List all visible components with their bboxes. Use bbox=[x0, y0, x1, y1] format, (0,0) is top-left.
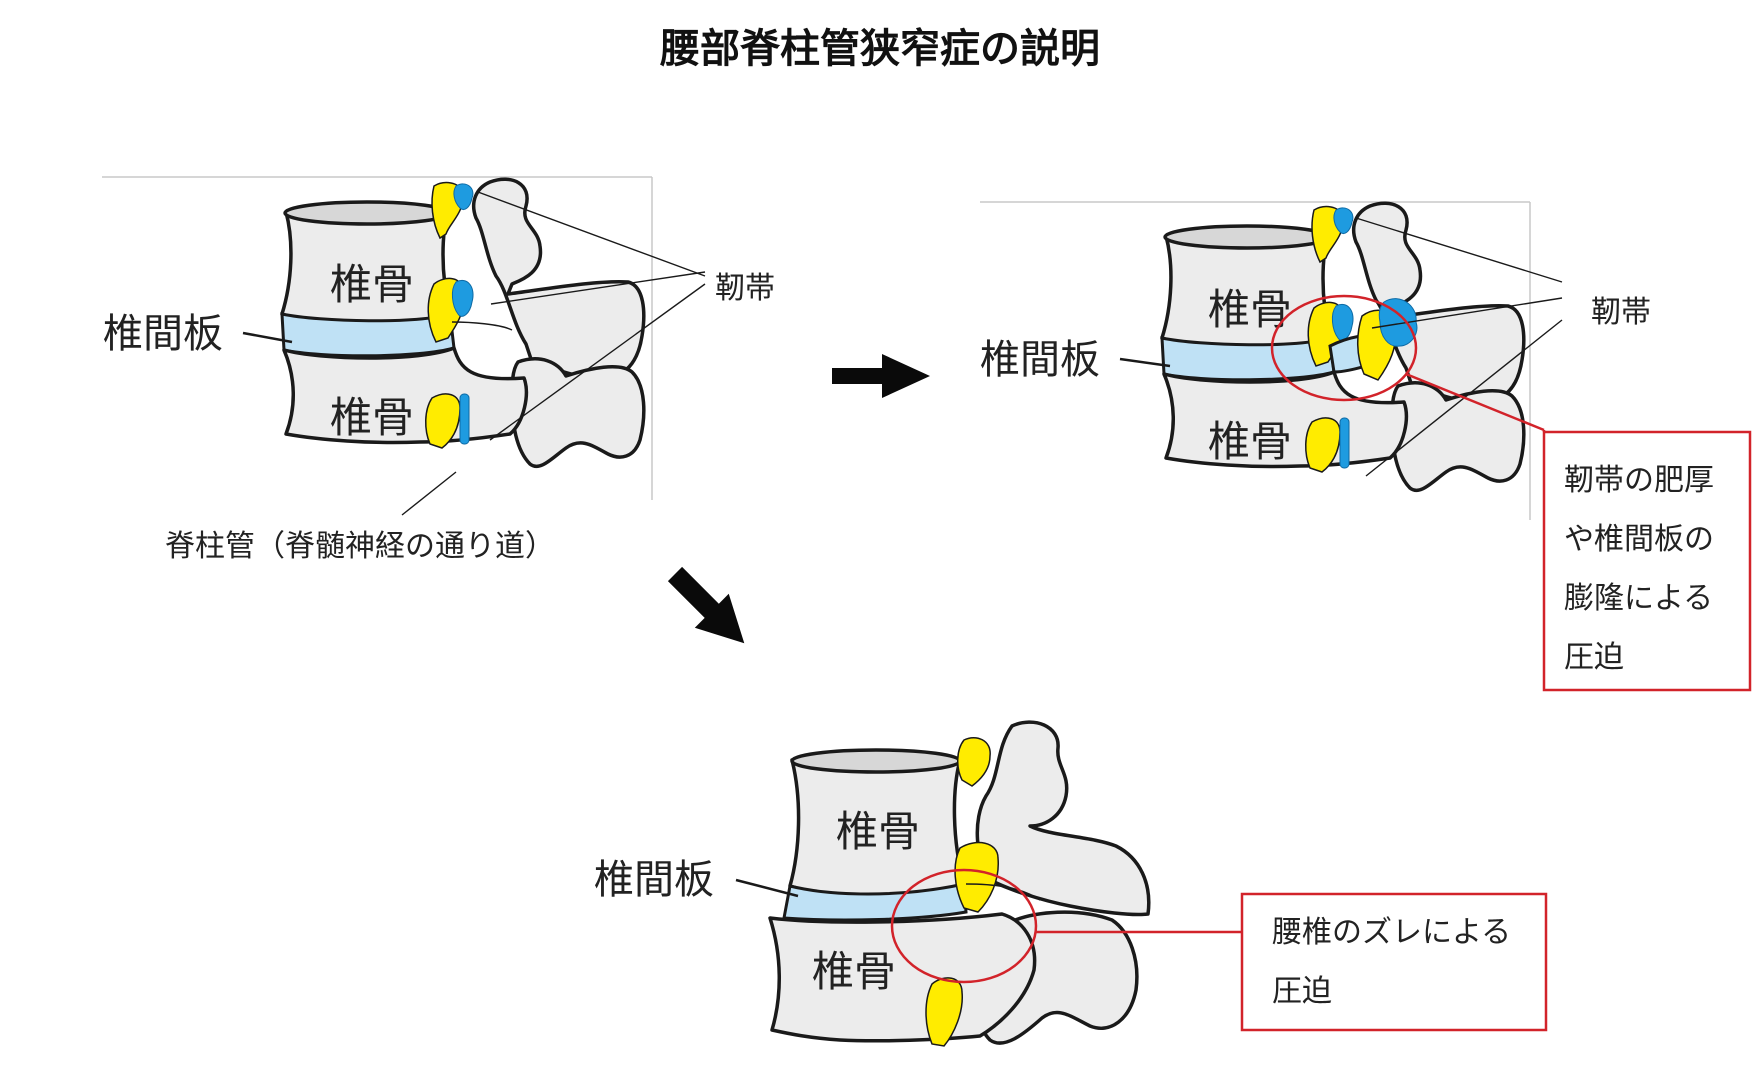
arrow-right bbox=[832, 354, 930, 398]
compression-highlight-circle bbox=[890, 868, 1038, 984]
callout-text-line: 腰椎のズレによる bbox=[1272, 915, 1511, 950]
callout-text-line: 圧迫 bbox=[1564, 640, 1624, 675]
callout-text-line: や椎間板の bbox=[1564, 522, 1714, 557]
panel-normal: 椎骨 椎骨 椎間板 靭帯 脊柱管（脊髄神経の通り道） bbox=[102, 176, 775, 564]
vertebra-lower-label: 椎骨 bbox=[1208, 417, 1292, 466]
ligament-leader-lines bbox=[477, 191, 706, 441]
arrow-down-right bbox=[667, 566, 745, 644]
vertebra-upper-label: 椎骨 bbox=[330, 260, 414, 309]
callout-connector bbox=[1405, 372, 1545, 432]
canal-leader-line bbox=[401, 471, 457, 516]
spine-thickening-illustration bbox=[1160, 201, 1526, 493]
callout-text-line: 靭帯の肥厚 bbox=[1564, 463, 1714, 498]
vertebra-lower-label: 椎骨 bbox=[330, 393, 414, 442]
vertebra-lower-label: 椎骨 bbox=[812, 947, 896, 996]
panel-thickening: 椎骨 椎骨 椎間板 靭帯 靭帯の肥厚 や椎間板の 膨隆による 圧迫 bbox=[980, 201, 1752, 692]
callout-text-line: 膨隆による bbox=[1564, 581, 1713, 616]
disc-label: 椎間板 bbox=[103, 311, 223, 357]
disc-leader-line bbox=[735, 878, 799, 898]
vertebra-upper-label: 椎骨 bbox=[836, 807, 920, 856]
disc-leader-line bbox=[1119, 357, 1171, 368]
callout-text-line: 圧迫 bbox=[1272, 974, 1332, 1009]
disc-leader-line bbox=[242, 331, 293, 344]
ligament-label: 靭帯 bbox=[1591, 295, 1651, 330]
diagram-title: 腰部脊柱管狭窄症の説明 bbox=[659, 26, 1100, 72]
spinal-canal-label: 脊柱管（脊髄神経の通り道） bbox=[165, 529, 555, 564]
callout-box-slip bbox=[1240, 892, 1548, 1032]
disc-label: 椎間板 bbox=[594, 857, 714, 903]
panel-slip: 椎骨 椎骨 椎間板 腰椎のズレによる 圧迫 bbox=[594, 720, 1548, 1047]
disc-label: 椎間板 bbox=[980, 337, 1100, 383]
compression-highlight-circle bbox=[1270, 294, 1418, 402]
spine-slip-illustration bbox=[768, 720, 1151, 1047]
ligament-label: 靭帯 bbox=[715, 271, 775, 306]
callout-box-thickening bbox=[1542, 430, 1752, 692]
